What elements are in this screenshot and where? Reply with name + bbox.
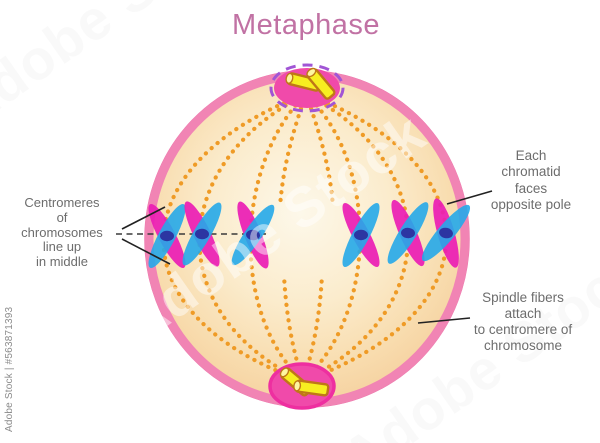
- spindle-fiber: [281, 272, 306, 384]
- spindle-fiber: [303, 91, 336, 210]
- label-chromatid-faces-pole: Each chromatid faces opposite pole: [490, 148, 572, 212]
- pointer-lines: [121, 190, 493, 324]
- label-centromeres-line-up: Centromeres of chromosomes line up in mi…: [21, 195, 103, 270]
- centrosome-bottom: [268, 362, 336, 410]
- spindle-fiber: [248, 91, 309, 384]
- spindle-fiber: [161, 91, 309, 384]
- spindle-fiber: [277, 91, 309, 210]
- stock-credit: Adobe Stock | #563871393: [4, 306, 15, 432]
- pointer-line-centromeres-upper: [121, 206, 166, 230]
- page-title: Metaphase: [232, 9, 380, 41]
- aster-ring: [269, 63, 345, 113]
- centrosome-top: [269, 63, 345, 113]
- label-spindle-fibers-attach: Spindle fibers attach to centromere of c…: [473, 290, 573, 353]
- pointer-line-spindle: [417, 317, 471, 324]
- pointer-line-centromeres-lower: [121, 238, 171, 265]
- spindle-fiber: [300, 91, 363, 384]
- pointer-line-chromatid: [446, 190, 493, 205]
- spindle-fiber: [300, 272, 325, 384]
